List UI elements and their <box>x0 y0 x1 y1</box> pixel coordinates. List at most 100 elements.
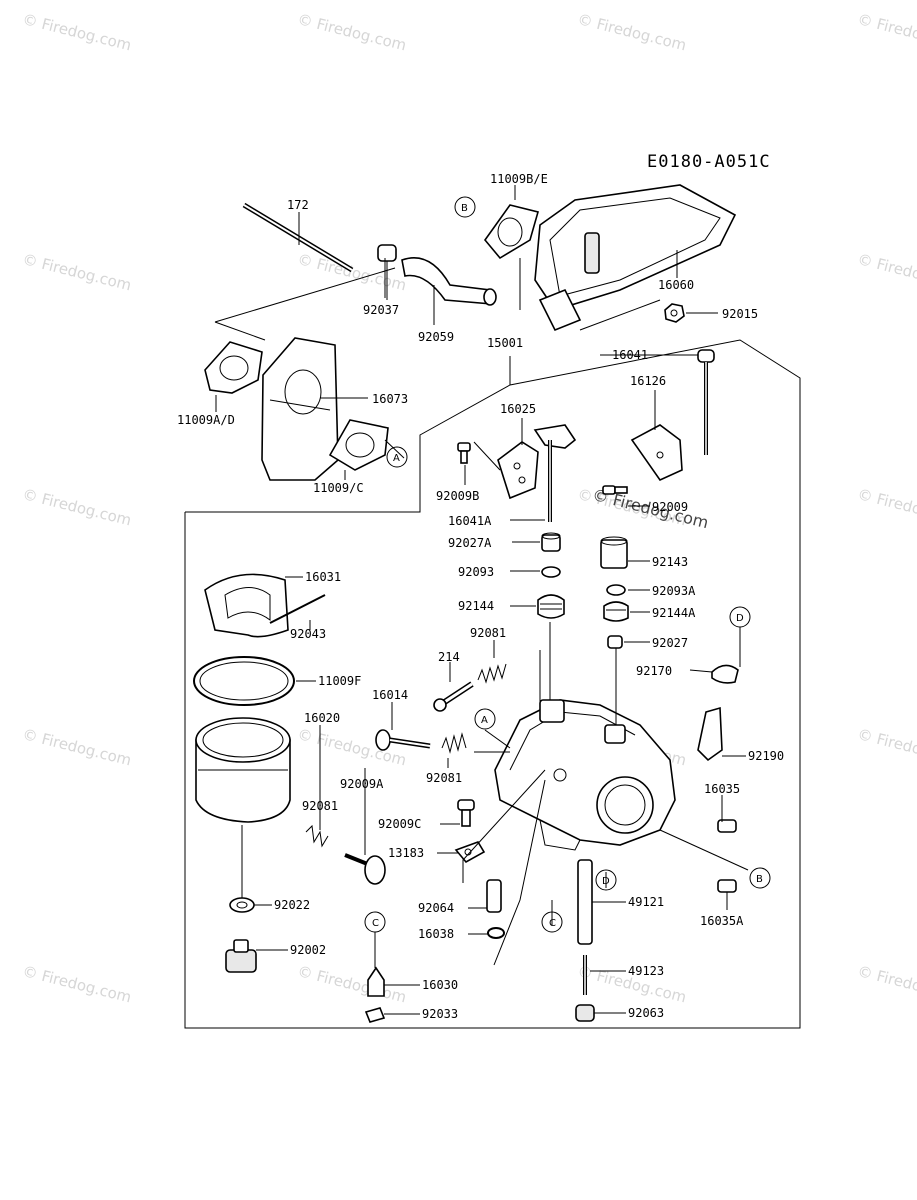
svg-text:B: B <box>461 203 468 214</box>
part-16035 <box>717 819 737 833</box>
label-16025: 16025 <box>500 402 536 416</box>
label-92093: 92093 <box>458 565 494 579</box>
part-214 <box>433 681 474 712</box>
label-92033: 92033 <box>422 1007 458 1021</box>
label-15001: 15001 <box>487 336 523 350</box>
svg-text:D: D <box>602 876 610 887</box>
part-16031 <box>204 573 289 638</box>
label-92059: 92059 <box>418 330 454 344</box>
label-92063: 92063 <box>628 1006 664 1020</box>
part-11009C <box>328 419 389 471</box>
label-92015: 92015 <box>722 307 758 321</box>
part-16041A <box>533 424 577 522</box>
part-16038 <box>487 927 505 939</box>
part-92081-upper <box>477 663 507 684</box>
callout-B: B <box>454 196 476 218</box>
label-92037: 92037 <box>363 303 399 317</box>
label-16126: 16126 <box>630 374 666 388</box>
label-13183: 13183 <box>388 846 424 860</box>
callout-C: C <box>541 911 563 933</box>
label-92009A: 92009A <box>340 777 384 791</box>
label-92027A: 92027A <box>448 536 492 550</box>
part-92027 <box>607 635 623 649</box>
label-92170: 92170 <box>636 664 672 678</box>
part-172 <box>242 202 354 273</box>
assembly-frame <box>184 339 801 1029</box>
part-92170 <box>711 664 739 684</box>
label-92022: 92022 <box>274 898 310 912</box>
leader-lines <box>215 185 749 1015</box>
label-49123: 49123 <box>628 964 664 978</box>
part-92009 <box>602 485 628 495</box>
part-92022 <box>229 897 255 913</box>
part-16035A <box>717 879 737 893</box>
label-16035A: 16035A <box>700 914 744 928</box>
part-16041 <box>697 349 715 455</box>
svg-text:A: A <box>481 715 488 726</box>
label-16020: 16020 <box>304 711 340 725</box>
part-92037 <box>377 244 397 300</box>
svg-text:B: B <box>756 874 763 885</box>
callout-C: C <box>364 911 386 933</box>
label-92143: 92143 <box>652 555 688 569</box>
part-92143 <box>600 536 628 569</box>
part-92043 <box>269 594 326 624</box>
callout-A: A <box>474 708 496 730</box>
part-92063 <box>575 1004 595 1022</box>
part-92033 <box>364 1007 386 1023</box>
label-92144: 92144 <box>458 599 494 613</box>
part-92009C <box>457 799 475 827</box>
label-16041: 16041 <box>612 348 648 362</box>
part-92009A <box>344 853 386 885</box>
svg-text:D: D <box>736 613 744 624</box>
label-92043: 92043 <box>290 627 326 641</box>
label-92009C: 92009C <box>378 817 421 831</box>
label-92002: 92002 <box>290 943 326 957</box>
part-16020 <box>195 717 291 823</box>
part-49121 <box>577 859 593 945</box>
label-16041A: 16041A <box>448 514 492 528</box>
label-92081: 92081 <box>302 799 338 813</box>
part-92144A <box>603 601 629 622</box>
label-16060: 16060 <box>658 278 694 292</box>
callout-A: A <box>386 446 408 468</box>
label-92190: 92190 <box>748 749 784 763</box>
label-16031: 16031 <box>305 570 341 584</box>
part-92015 <box>664 303 685 323</box>
part-16126 <box>630 424 683 482</box>
part-11009F <box>193 656 295 706</box>
part-92093 <box>541 566 561 578</box>
part-92093A <box>606 584 626 596</box>
part-11009BE <box>483 204 539 260</box>
label-214: 214 <box>438 650 460 664</box>
part-16073 <box>261 337 339 481</box>
part-92081-lower <box>305 824 329 848</box>
label-92027: 92027 <box>652 636 688 650</box>
part-16060 <box>534 184 737 332</box>
label-92009B: 92009B <box>436 489 479 503</box>
part-92027A <box>541 532 561 552</box>
label-11009BE: 11009B/E <box>490 172 548 186</box>
label-16035: 16035 <box>704 782 740 796</box>
callout-D: D <box>729 606 751 628</box>
label-92144A: 92144A <box>652 606 696 620</box>
label-49121: 49121 <box>628 895 664 909</box>
callout-D: D <box>595 869 617 891</box>
label-92009: 92009 <box>652 500 688 514</box>
part-16030 <box>367 966 385 997</box>
callout-B: B <box>749 867 771 889</box>
part-carburetor-body <box>494 699 676 851</box>
part-16025 <box>497 441 539 500</box>
label-11009C: 11009/C <box>313 481 364 495</box>
part-92009B <box>457 442 471 464</box>
label-11009F: 11009F <box>318 674 361 688</box>
label-92064: 92064 <box>418 901 454 915</box>
part-92144 <box>537 594 565 619</box>
part-92190 <box>697 706 723 762</box>
label-16073: 16073 <box>372 392 408 406</box>
label-11009AD: 11009A/D <box>177 413 235 427</box>
svg-text:C: C <box>549 918 556 929</box>
part-11009AD <box>204 341 263 394</box>
diagram-code: E0180-A051C <box>647 152 771 172</box>
